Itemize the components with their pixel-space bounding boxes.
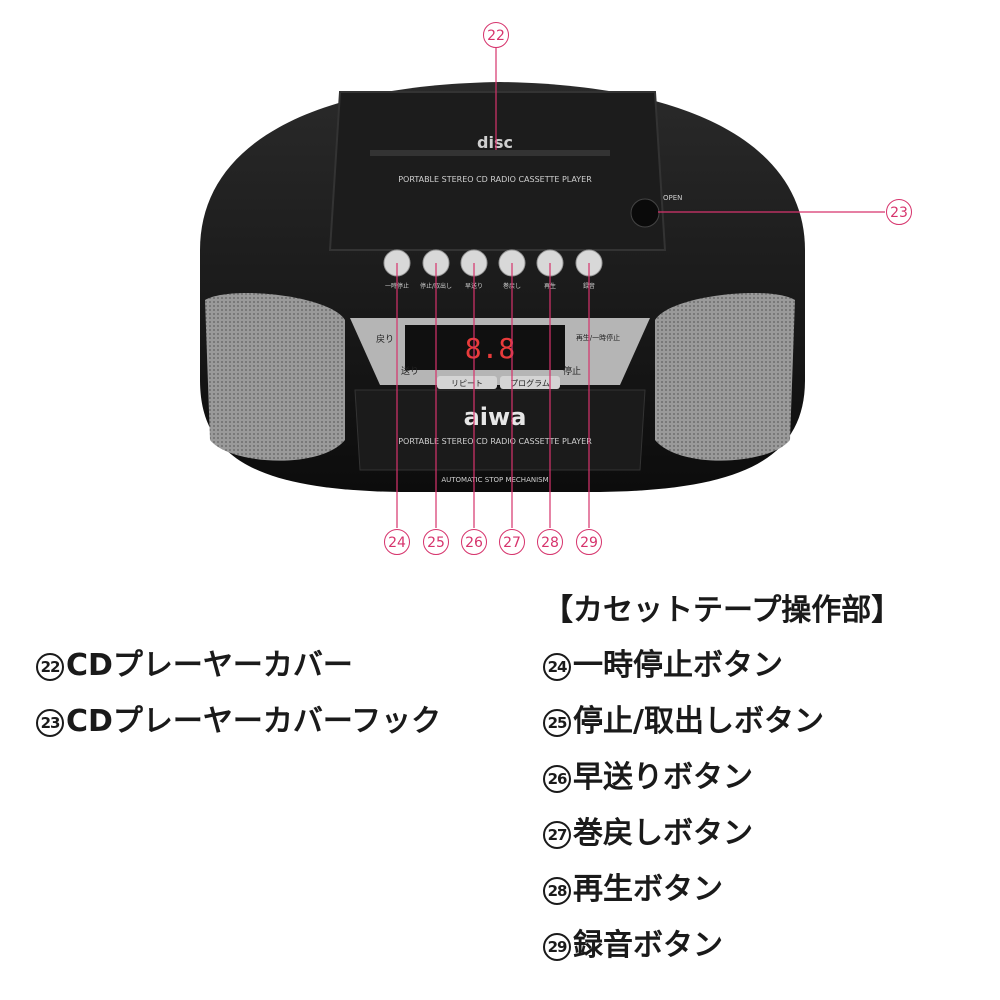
- program-button-label: プログラム: [510, 378, 550, 388]
- legend-number: 29: [543, 933, 571, 961]
- cd-lid: [328, 91, 667, 251]
- callout-22: 22: [483, 22, 509, 48]
- legend-text: 一時停止ボタン: [573, 648, 783, 683]
- legend-text: 再生ボタン: [573, 872, 723, 907]
- display-window: [405, 325, 565, 370]
- callout-23: 23: [886, 199, 912, 225]
- hook-label: OPEN: [663, 194, 682, 202]
- callout-26: 26: [461, 529, 487, 555]
- cassette-caption: PORTABLE STEREO CD RADIO CASSETTE PLAYER: [398, 437, 592, 446]
- callout-24: 24: [384, 529, 410, 555]
- brand-logo: aiwa: [464, 403, 527, 431]
- callout-lines: [396, 48, 885, 528]
- legend-text: 早送りボタン: [573, 760, 753, 795]
- legend-text: CDプレーヤーカバー: [66, 648, 353, 683]
- callout-28: 28: [537, 529, 563, 555]
- cd-radio-cassette-illustration: disc PORTABLE STEREO CD RADIO CASSETTE P…: [200, 48, 885, 528]
- callout-27: 27: [499, 529, 525, 555]
- callout-25: 25: [423, 529, 449, 555]
- legend-text: 録音ボタン: [573, 928, 723, 963]
- section-title: 【カセットテープ操作部】: [543, 593, 902, 628]
- legend-number: 23: [36, 709, 64, 737]
- cd-cover-hook: [630, 198, 660, 228]
- product-figure: disc PORTABLE STEREO CD RADIO CASSETTE P…: [200, 22, 912, 555]
- right-button-bottom: 停止: [563, 365, 581, 377]
- right-button-top: 再生/一時停止: [576, 333, 620, 342]
- legend-number: 27: [543, 821, 571, 849]
- right-speaker-grille: [655, 292, 795, 461]
- legend-number: 28: [543, 877, 571, 905]
- legend-text: CDプレーヤーカバーフック: [66, 704, 442, 739]
- repeat-button-label: リピート: [451, 379, 483, 388]
- callout-29: 29: [576, 529, 602, 555]
- left-button-bottom: 送り: [401, 365, 419, 377]
- legend-number: 26: [543, 765, 571, 793]
- cassette-door: [354, 389, 646, 471]
- legend-text: 巻戻しボタン: [573, 816, 753, 851]
- left-button-top: 戻り: [376, 333, 394, 345]
- display-digits: 8.8: [465, 332, 516, 365]
- legend-number: 22: [36, 653, 64, 681]
- cd-logo: disc: [477, 133, 513, 152]
- legend-number: 25: [543, 709, 571, 737]
- legend-text: 停止/取出しボタン: [573, 704, 824, 739]
- cassette-sub: AUTOMATIC STOP MECHANISM: [441, 476, 548, 484]
- left-speaker-grille: [205, 292, 345, 461]
- legend-number: 24: [543, 653, 571, 681]
- cd-lid-caption: PORTABLE STEREO CD RADIO CASSETTE PLAYER: [398, 175, 592, 184]
